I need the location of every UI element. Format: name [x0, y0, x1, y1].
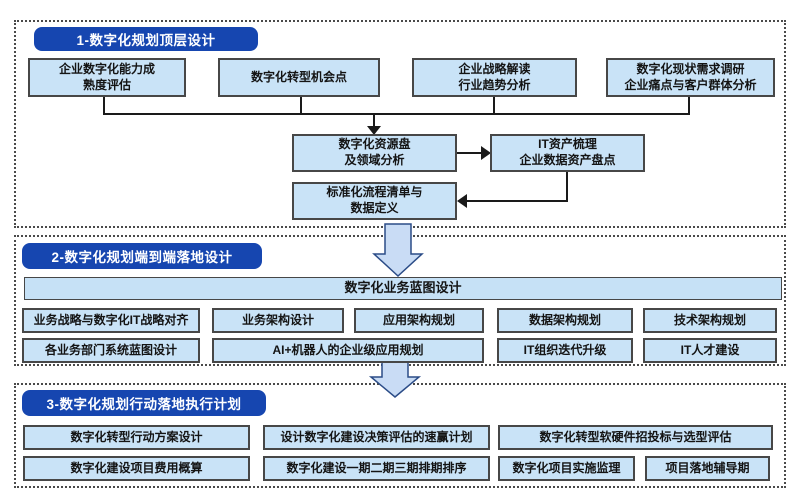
- box-tech-architecture: 技术架构规划: [643, 308, 777, 333]
- section-1-header: 1-数字化规划顶层设计: [34, 27, 258, 51]
- box-it-org-upgrade: IT组织迭代升级: [497, 338, 633, 363]
- box-strategy-it-alignment: 业务战略与数字化IT战略对齐: [22, 308, 200, 333]
- box-data-architecture: 数据架构规划: [497, 308, 633, 333]
- box-business-blueprint: 数字化业务蓝图设计: [24, 277, 782, 300]
- box-capability-maturity: 企业数字化能力成 熟度评估: [28, 58, 186, 97]
- box-status-research: 数字化现状需求调研 企业痛点与客户群体分析: [606, 58, 775, 97]
- box-bidding-selection: 数字化转型软硬件招投标与选型评估: [498, 425, 773, 450]
- box-quick-win-plan: 设计数字化建设决策评估的速赢计划: [263, 425, 490, 450]
- section-3-header: 3-数字化规划行动落地执行计划: [22, 390, 266, 416]
- box-it-talent: IT人才建设: [643, 338, 777, 363]
- box-phase-scheduling: 数字化建设一期二期三期排期排序: [263, 456, 490, 481]
- box-strategy-trend-analysis: 企业战略解读 行业趋势分析: [412, 58, 577, 97]
- section-2-header: 2-数字化规划端到端落地设计: [22, 243, 262, 269]
- box-department-blueprint: 各业务部门系统蓝图设计: [22, 338, 200, 363]
- box-action-plan-design: 数字化转型行动方案设计: [23, 425, 250, 450]
- box-resource-domain-analysis: 数字化资源盘 及领域分析: [292, 134, 457, 172]
- box-it-asset-inventory: IT资产梳理 企业数据资产盘点: [490, 134, 645, 172]
- box-business-architecture: 业务架构设计: [212, 308, 344, 333]
- box-ai-robot-application: AI+机器人的企业级应用规划: [212, 338, 484, 363]
- box-landing-coaching: 项目落地辅导期: [645, 456, 770, 481]
- box-application-architecture: 应用架构规划: [354, 308, 484, 333]
- box-standard-process-list: 标准化流程清单与 数据定义: [292, 182, 457, 220]
- box-project-cost-estimate: 数字化建设项目费用概算: [23, 456, 250, 481]
- box-transformation-opportunity: 数字化转型机会点: [218, 58, 380, 97]
- box-implementation-supervision: 数字化项目实施监理: [498, 456, 635, 481]
